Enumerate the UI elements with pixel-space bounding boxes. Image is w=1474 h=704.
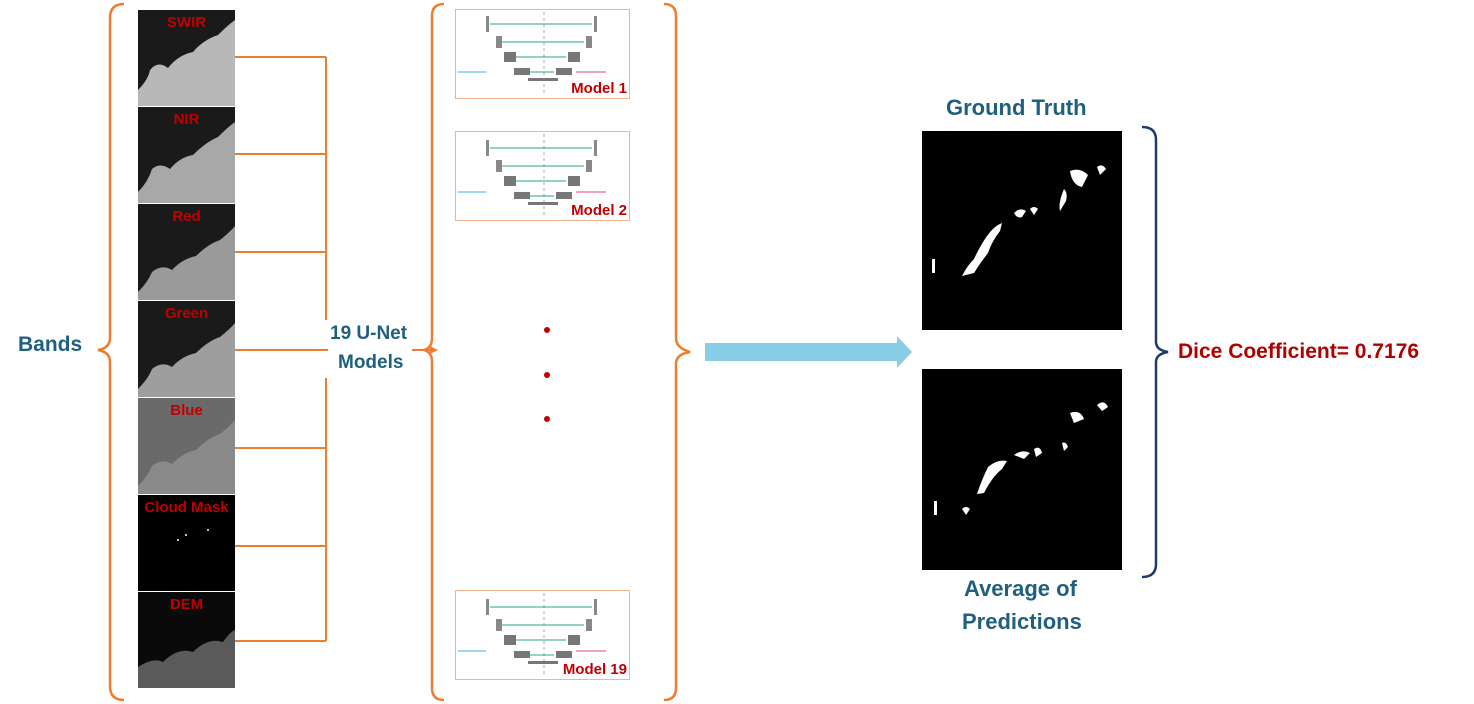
band-name: NIR <box>173 111 200 128</box>
band-name: DEM <box>169 596 204 613</box>
band-blue-image <box>138 420 235 494</box>
band-blue: Blue <box>138 398 235 494</box>
band-dem: DEM <box>138 592 235 688</box>
band-nir: NIR <box>138 107 235 203</box>
band-swir: SWIR <box>138 10 235 106</box>
ground-truth-image <box>922 131 1122 330</box>
band-name: SWIR <box>166 14 207 31</box>
prediction-label-line1: Average of <box>964 576 1077 601</box>
model-name: Model 19 <box>562 661 627 678</box>
band-connectors <box>235 56 430 642</box>
band-name: Red <box>172 208 201 225</box>
ground-truth-mask <box>932 165 1106 276</box>
flow-arrow <box>705 336 912 368</box>
prediction-label-line2: Predictions <box>962 609 1082 634</box>
band-nir-image <box>138 122 235 203</box>
model-box-19: Model 19 <box>455 590 630 680</box>
model-name: Model 1 <box>571 80 627 97</box>
unet-diagram <box>458 593 606 677</box>
band-green-image <box>138 323 235 397</box>
bands-label: Bands <box>18 333 83 356</box>
unet-diagram <box>458 12 606 96</box>
band-swir-image <box>138 20 235 106</box>
band-dem-image <box>138 630 235 688</box>
band-name: Green <box>164 305 209 322</box>
band-red-image <box>138 226 235 300</box>
ellipsis-dot <box>544 327 550 333</box>
bands-bracket <box>97 2 125 702</box>
ellipsis-dot <box>544 372 550 378</box>
model-name: Model 2 <box>571 202 627 219</box>
prediction-image <box>922 369 1122 570</box>
dice-coefficient-label: Dice Coefficient= 0.7176 <box>1178 340 1420 363</box>
band-name: Cloud Mask <box>144 499 229 516</box>
unet-label-line2: Models <box>338 352 404 373</box>
model-box-2: Model 2 <box>455 131 630 221</box>
prediction-mask <box>934 402 1108 515</box>
band-name: Blue <box>170 402 203 419</box>
connector-arrowhead <box>430 346 438 354</box>
unet-diagram <box>458 134 606 218</box>
unet-label-line1: 19 U-Net <box>330 323 408 344</box>
models-bracket-left <box>423 2 445 702</box>
model-box-1: Model 1 <box>455 9 630 99</box>
models-bracket-right <box>663 2 691 702</box>
comparison-bracket <box>1141 125 1169 579</box>
band-cloud-mask-image <box>177 529 209 541</box>
band-red: Red <box>138 204 235 300</box>
ground-truth-label: Ground Truth <box>946 95 1087 120</box>
band-green: Green <box>138 301 235 397</box>
band-cloud-mask: Cloud Mask <box>138 495 235 591</box>
ellipsis-dot <box>544 416 550 422</box>
